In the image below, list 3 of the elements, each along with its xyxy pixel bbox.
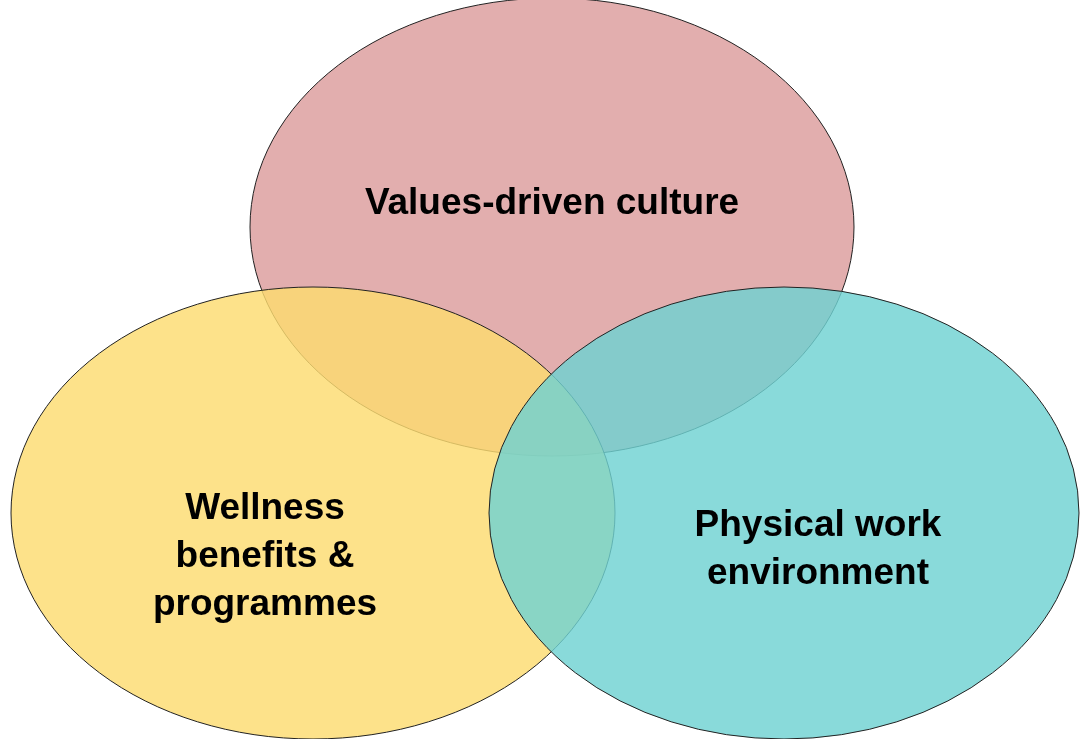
venn-label: Values-driven culture bbox=[364, 180, 740, 224]
venn-label: Wellness benefits & programmes bbox=[151, 485, 379, 626]
venn-label: Physical work environment bbox=[693, 502, 943, 595]
